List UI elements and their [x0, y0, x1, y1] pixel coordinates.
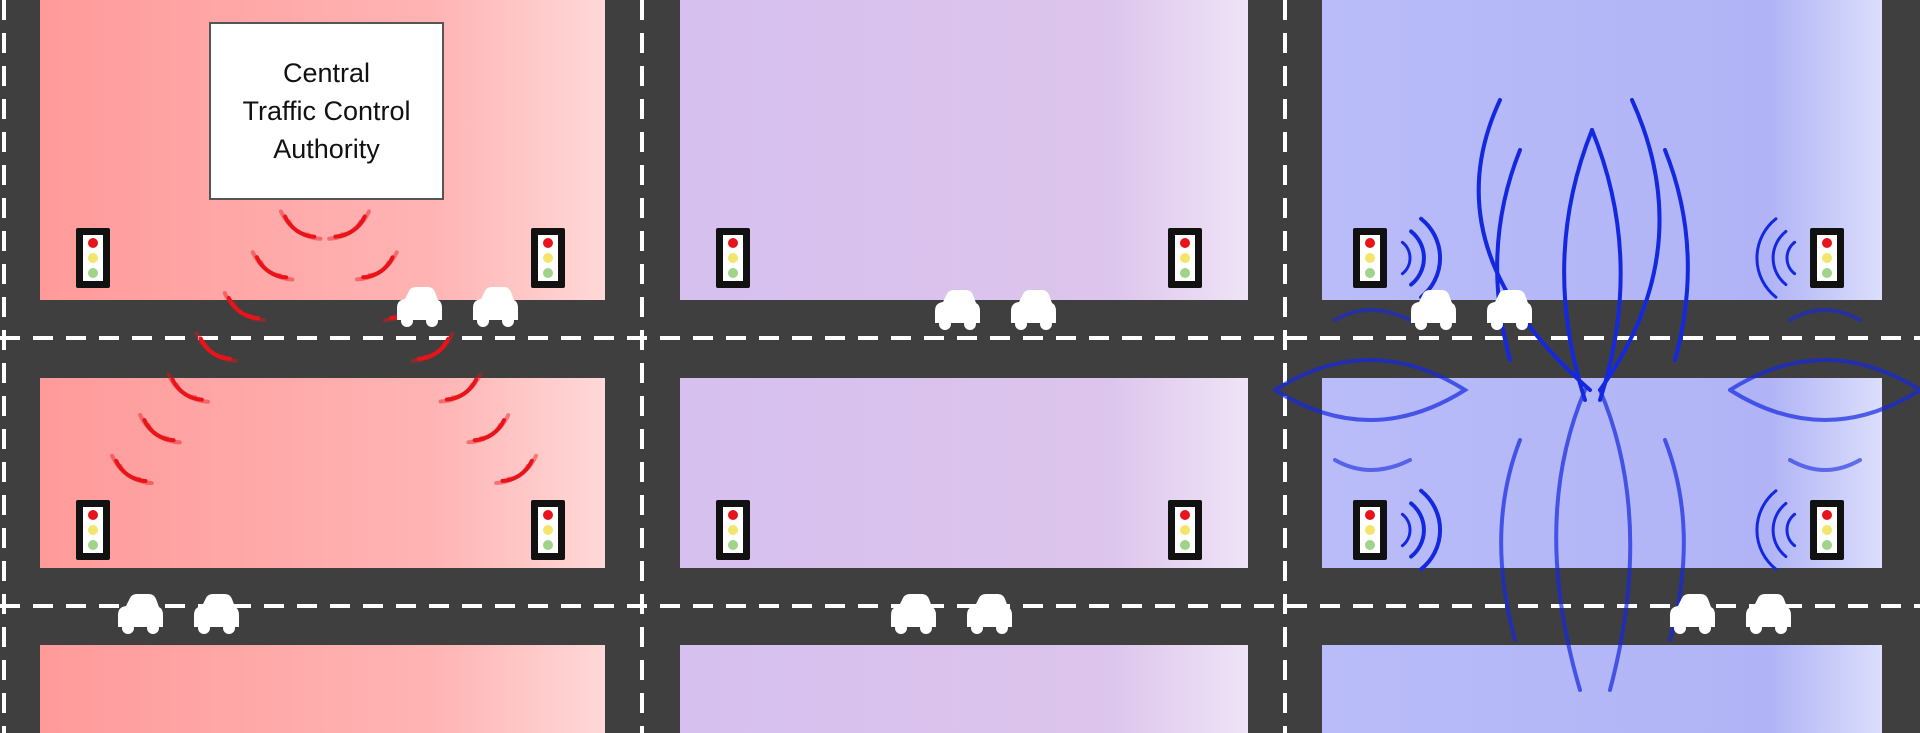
authority-line-2: Traffic Control	[242, 92, 410, 130]
central-traffic-control-authority: Central Traffic Control Authority	[209, 22, 444, 200]
traffic-light-icon	[76, 500, 110, 560]
authority-line-1: Central	[283, 54, 370, 92]
traffic-light-icon	[1168, 228, 1202, 288]
block	[680, 0, 1248, 300]
traffic-light-icon	[531, 228, 565, 288]
traffic-light-icon	[1353, 228, 1387, 288]
block	[680, 645, 1248, 733]
block	[680, 378, 1248, 568]
traffic-light-icon	[531, 500, 565, 560]
block	[1322, 0, 1882, 300]
traffic-light-icon	[1810, 500, 1844, 560]
authority-line-3: Authority	[273, 130, 380, 168]
traffic-light-icon	[716, 228, 750, 288]
traffic-light-icon	[76, 228, 110, 288]
traffic-light-icon	[1810, 228, 1844, 288]
block	[1322, 645, 1882, 733]
traffic-light-icon	[1168, 500, 1202, 560]
traffic-light-icon	[716, 500, 750, 560]
traffic-light-icon	[1353, 500, 1387, 560]
block	[40, 645, 605, 733]
